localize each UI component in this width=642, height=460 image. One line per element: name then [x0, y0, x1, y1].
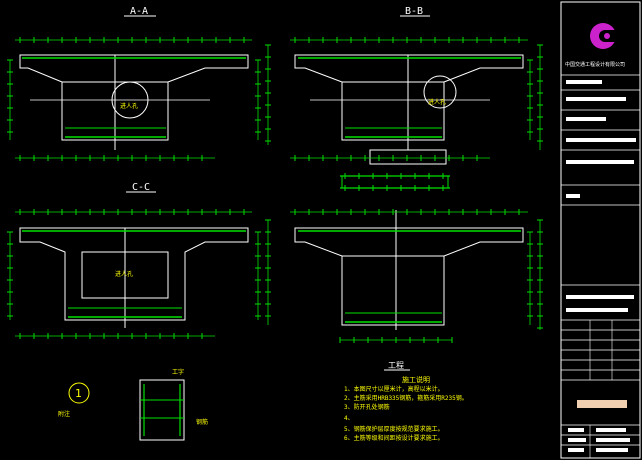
detail-circle	[68, 382, 90, 404]
section-aa: A-A 进人孔	[9, 6, 269, 159]
note-5: 5、钢筋保护层厚度按规范要求施工。	[344, 425, 444, 433]
detail-circle-number: 1	[75, 387, 82, 400]
section-aa-title: A-A	[130, 6, 148, 17]
detail-side-label: 钢筋	[196, 418, 208, 426]
note-6: 6、主筋等级和间距按设计要求施工。	[344, 434, 444, 442]
section-bb: B-B 进人孔	[290, 6, 541, 165]
note-1: 1、本图尺寸以厘米计，高程以米计。	[344, 385, 444, 393]
rebar-ticks	[7, 37, 543, 343]
plan-title: 工程	[388, 361, 404, 370]
note-4: 4、	[344, 415, 354, 422]
section-plan: 工程	[290, 175, 541, 371]
company-logo-icon	[590, 23, 618, 49]
section-cc: C-C 进人孔	[9, 182, 269, 337]
section-bb-title: B-B	[405, 6, 423, 17]
notes-title: 施工说明	[402, 375, 430, 384]
company-name: 中国交通工程设计有限公司	[565, 61, 625, 68]
detail-1: 1 附注 工字 钢筋	[58, 368, 208, 441]
note-3: 3、防开孔处钢筋	[344, 403, 390, 411]
detail-caption: 附注	[58, 410, 70, 418]
manhole-aa	[111, 81, 149, 119]
section-cc-title: C-C	[132, 182, 150, 193]
manhole-cc-label: 进人孔	[115, 270, 133, 278]
detail-title: 工字	[172, 368, 184, 376]
title-block: 中国交通工程设计有限公司	[560, 1, 641, 459]
manhole-bb	[423, 75, 457, 109]
note-2: 2、主筋采用HRB335钢筋，箍筋采用R235钢。	[344, 394, 468, 402]
manhole-bb-label: 进人孔	[428, 98, 446, 106]
notes: 施工说明 1、本图尺寸以厘米计，高程以米计。 2、主筋采用HRB335钢筋，箍筋…	[344, 375, 468, 442]
manhole-aa-label: 进人孔	[120, 102, 138, 110]
